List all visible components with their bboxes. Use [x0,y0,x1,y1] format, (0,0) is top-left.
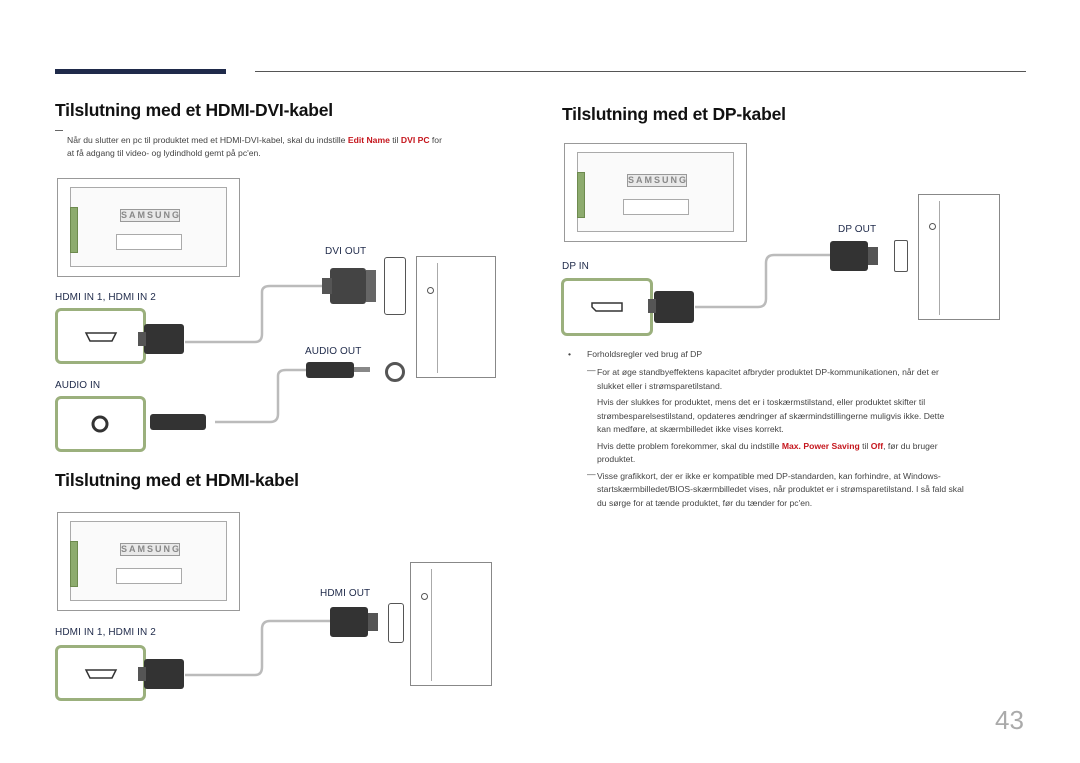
audio-in-port-panel [55,396,146,452]
monitor-panel [70,187,227,267]
dp-plug [830,241,868,271]
note-block-1: — For at øge standbyeffektens kapacitet … [568,365,1028,467]
note-dash: — [587,468,596,479]
monitor-panel [577,152,734,232]
heading-hdmi: Tilslutning med et HDMI-kabel [55,470,299,490]
hdmi-cable-diagram [138,607,378,689]
note-line: For at øge standbyeffektens kapacitet af… [597,367,939,377]
note-text: for [429,135,442,145]
hdmi-plug [144,324,184,354]
monitor-label-area [116,234,182,250]
samsung-logo: SAMSUNG [627,174,689,187]
audio-out-port [385,362,405,382]
heading-hdmi-dvi: Tilslutning med et HDMI-DVI-kabel [55,100,333,120]
power-button-icon [929,223,936,230]
note-text: at få adgang til video- og lydindhold ge… [67,148,261,158]
hdmi-plug [144,659,184,689]
audio-jack-icon [91,415,109,433]
note-text: Hvis dette problem forekommer, skal du i… [597,440,782,451]
monitor-back: SAMSUNG [57,512,240,611]
note-block-2: — Visse grafikkort, der er ikke er kompa… [568,468,1028,511]
off-term: Off [870,440,884,451]
pc-tower [918,194,1000,320]
bullet-text: Forholdsregler ved brug af DP [587,349,703,359]
hdmi-port-icon [84,669,118,679]
dp-port-icon [591,302,623,312]
pc-tower [410,562,492,686]
dvi-out-label: DVI OUT [325,246,367,257]
hdmi-in-port-panel [55,308,146,364]
power-button-icon [427,287,434,294]
hdmi-out-label: HDMI OUT [320,588,371,599]
monitor-label-area [116,568,182,584]
note-line: produktet. [597,454,636,464]
port-strip [577,172,585,218]
pc-tower [416,256,496,378]
tower-front [925,201,940,315]
monitor-label-area [623,199,689,215]
note-text: Når du slutter en pc til produktet med e… [67,135,348,145]
audio-plug-right [306,362,354,378]
monitor-panel [70,521,227,601]
dp-out-port [894,240,908,272]
dp-in-port-panel [561,278,653,336]
header-rule [255,71,1026,72]
header-accent-bar [55,69,226,74]
note-dash [55,130,63,131]
samsung-logo: SAMSUNG [120,209,182,222]
note-line: Hvis der slukkes for produktet, mens det… [597,397,926,407]
note-text: til [389,135,401,145]
dp-notes: • Forholdsregler ved brug af DP — For at… [568,348,1028,510]
tower-front [417,569,432,681]
edit-name-term: Edit Name [347,135,390,145]
page-number: 43 [995,705,1024,735]
port-strip [70,207,78,253]
tower-front [423,263,438,373]
bullet-dot: • [568,349,572,359]
note-text: til [859,440,871,451]
dp-cable-diagram [648,241,878,323]
hdmi-dvi-cables-diagram [138,268,376,430]
dp-plug [654,291,694,323]
note-hdmi-dvi: Når du slutter en pc til produktet med e… [67,134,517,160]
monitor-back: SAMSUNG [564,143,747,242]
note-dash: — [587,365,596,375]
note-line: strømbesparelsestilstand, opdateres ændr… [597,410,945,421]
monitor-back: SAMSUNG [57,178,240,277]
power-button-icon [421,593,428,600]
hdmi-in-label: HDMI IN 1, HDMI IN 2 [55,292,156,303]
note-line: Hvis dette problem forekommer, skal du i… [597,440,1028,454]
note-line: kan medføre, at skærmbilledet ikke vises… [597,424,784,434]
dp-in-label: DP IN [562,261,589,272]
hdmi-plug [330,607,368,637]
hdmi-in-label-2: HDMI IN 1, HDMI IN 2 [55,627,156,638]
audio-out-label: AUDIO OUT [305,346,362,357]
note-text: , før du bruger [883,440,938,451]
note-line: du sørge for at tænde produktet, før du … [597,497,813,508]
max-power-saving-term: Max. Power Saving [781,440,860,451]
audio-in-label: AUDIO IN [55,380,101,391]
note-line: Visse grafikkort, der er ikke er kompati… [597,470,941,481]
dvi-plug [330,268,366,304]
note-line: slukket eller i strømsparetilstand. [597,380,723,391]
note-line: startskærmbilledet/BIOS-skærmbilledet vi… [597,484,964,494]
dp-out-label: DP OUT [838,224,877,235]
heading-dp: Tilslutning med et DP-kabel [562,104,786,124]
hdmi-port-icon [84,332,118,342]
hdmi-out-port [388,603,404,643]
audio-plug-left [150,414,206,430]
samsung-logo: SAMSUNG [120,543,182,556]
dvi-port [384,257,406,315]
port-strip [70,541,78,587]
dvi-pc-term: DVI PC [400,135,430,145]
